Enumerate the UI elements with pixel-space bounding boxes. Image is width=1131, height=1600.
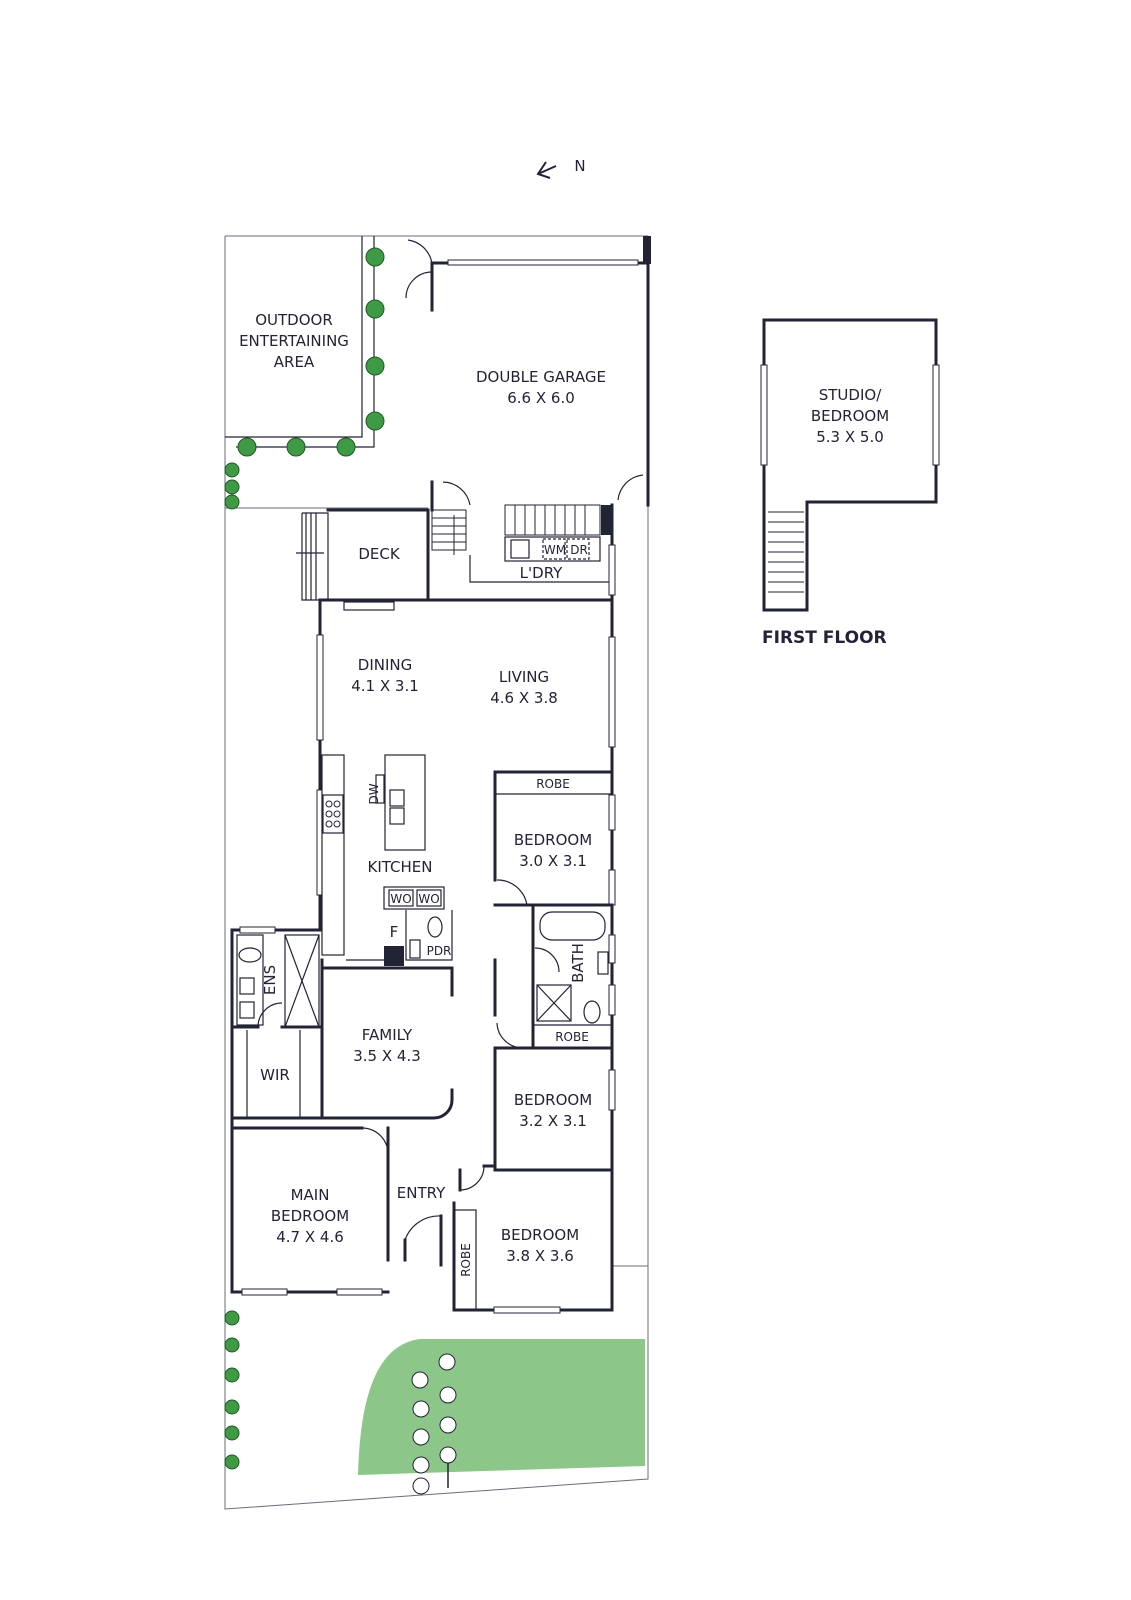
dining-label: DINING [358, 656, 412, 674]
main-bedroom-walls [230, 1126, 389, 1155]
entry-walls [403, 1164, 497, 1267]
bedroom-3-label: BEDROOM [514, 1091, 592, 1109]
compass-label: N [574, 157, 585, 175]
outdoor-area-line2: ENTERTAINING [239, 332, 349, 350]
family-size: 3.5 X 4.3 [353, 1047, 421, 1065]
ensuite-walls [230, 934, 324, 1120]
living-label: LIVING [499, 668, 549, 686]
bedroom-3-size: 3.2 X 3.1 [519, 1112, 587, 1130]
robe-bottom-label: ROBE [459, 1243, 473, 1277]
north-arrow-icon [536, 161, 557, 179]
windows [239, 544, 616, 1314]
shrub-icons [224, 247, 385, 1470]
outdoor-area-border [225, 236, 363, 438]
powder-room-label: PDR [427, 944, 452, 958]
living-size: 4.6 X 3.8 [490, 689, 558, 707]
bedroom-4-walls [453, 1209, 477, 1311]
dishwasher-label: DW [367, 783, 381, 804]
entry-label: ENTRY [397, 1184, 446, 1202]
studio-label-2: BEDROOM [811, 407, 889, 425]
wall-oven-1-label: WO [390, 892, 411, 906]
family-label: FAMILY [362, 1026, 413, 1044]
first-floor-title: FIRST FLOOR [762, 628, 887, 648]
deck-label: DECK [358, 545, 401, 563]
main-bedroom-size: 4.7 X 4.6 [276, 1228, 344, 1246]
main-bedroom-label-2: BEDROOM [271, 1207, 349, 1225]
outdoor-area-line1: OUTDOOR [255, 311, 333, 329]
studio-walls [760, 318, 940, 612]
front-lawn [358, 1339, 645, 1475]
kitchen-label: KITCHEN [368, 858, 433, 876]
studio-size: 5.3 X 5.0 [816, 428, 884, 446]
outdoor-area-line3: AREA [274, 353, 315, 371]
main-bedroom-label-1: MAIN [291, 1186, 330, 1204]
dryer-label: DR [570, 543, 588, 557]
tree-icons [411, 1353, 457, 1495]
garage-size: 6.6 X 6.0 [507, 389, 575, 407]
bedroom-4-size: 3.8 X 3.6 [506, 1247, 574, 1265]
robe-mid-label: ROBE [555, 1030, 589, 1044]
bedroom-4-label: BEDROOM [501, 1226, 579, 1244]
wall-oven-2-label: WO [418, 892, 439, 906]
bedroom-2-size: 3.0 X 3.1 [519, 852, 587, 870]
dining-size: 4.1 X 3.1 [351, 677, 419, 695]
bedroom-2-walls [493, 770, 614, 907]
fridge-label: F [390, 923, 399, 941]
bathroom [531, 903, 609, 1050]
bedroom-3-walls [493, 958, 614, 1172]
laundry-fixtures [469, 536, 610, 583]
robe-top-label: ROBE [536, 777, 570, 791]
laundry-label: L'DRY [520, 564, 563, 582]
bedroom-2-label: BEDROOM [514, 831, 592, 849]
wir-label: WIR [260, 1066, 290, 1084]
property-boundary [224, 235, 649, 1510]
washing-machine-label: WM [544, 543, 566, 557]
stairs [431, 504, 601, 555]
studio-label-1: STUDIO/ [819, 386, 882, 404]
ensuite-label: ENS [261, 965, 279, 995]
family-walls [320, 966, 454, 1120]
powder-room [405, 910, 453, 961]
bath-label: BATH [569, 943, 587, 983]
kitchen-fixtures [321, 754, 445, 966]
garage-label: DOUBLE GARAGE [476, 368, 606, 386]
